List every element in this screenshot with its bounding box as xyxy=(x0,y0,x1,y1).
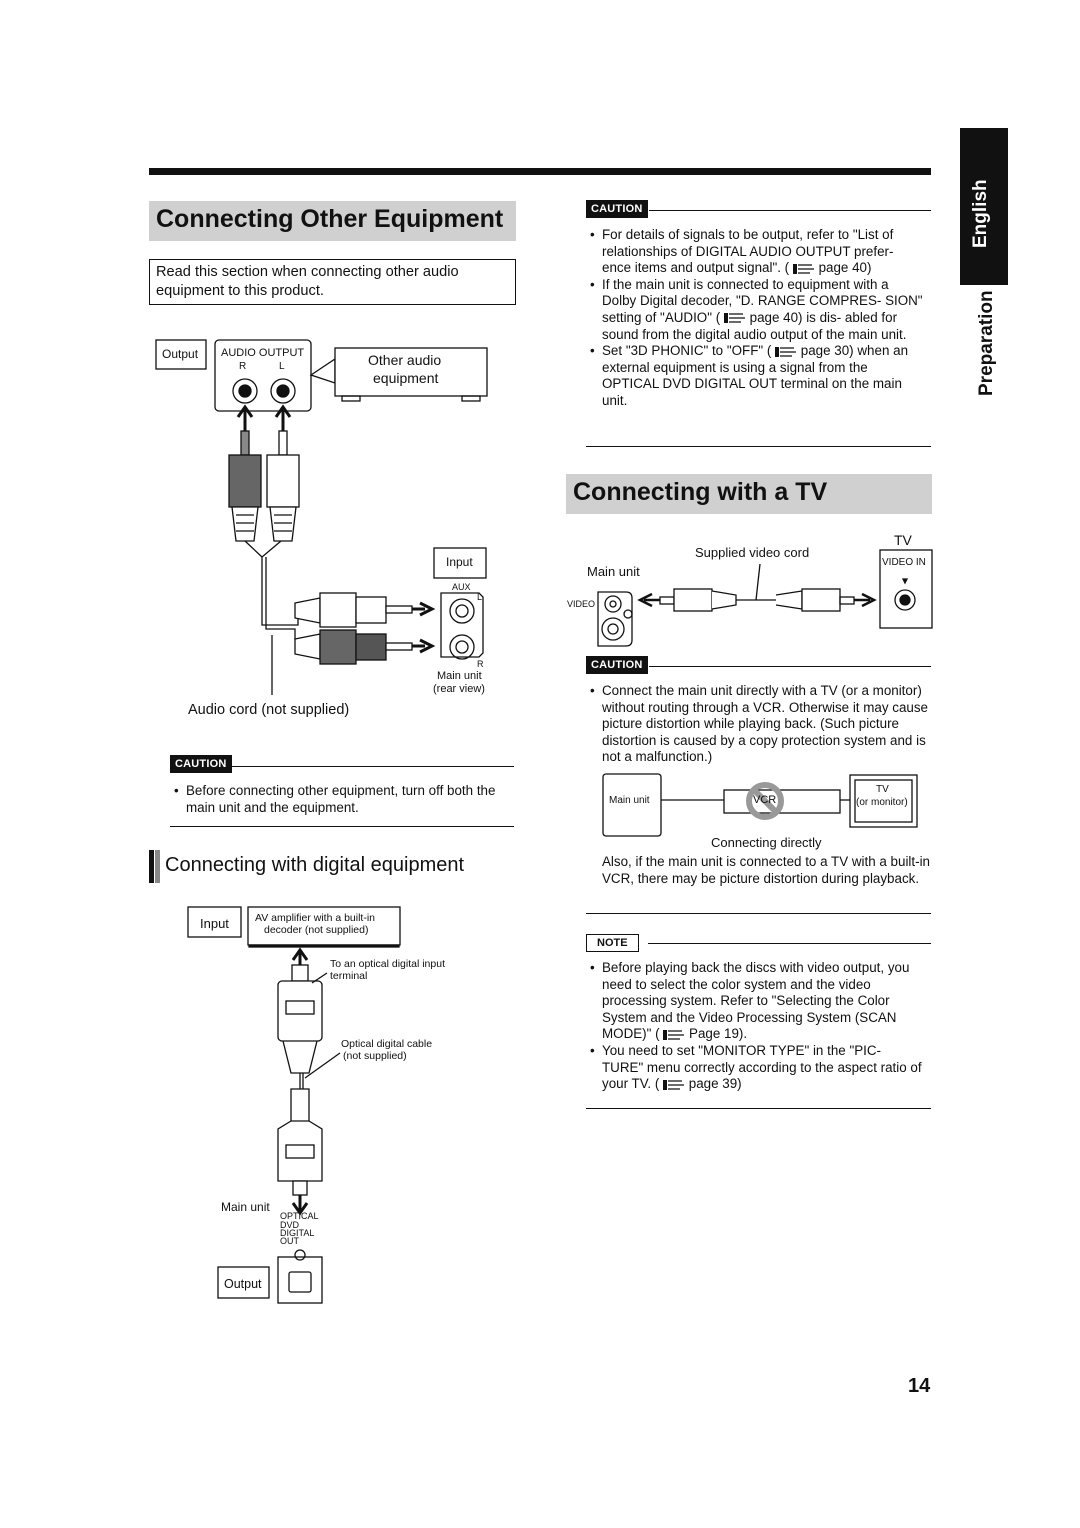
caution-badge-tv: CAUTION xyxy=(586,656,648,674)
main-unit-rear-label: Main unit xyxy=(437,670,482,682)
subtitle-marker xyxy=(149,850,154,883)
top-rule xyxy=(149,168,931,175)
pointing-hand-icon xyxy=(792,263,814,274)
aux-label: AUX xyxy=(452,582,471,592)
vcr-diagram xyxy=(602,773,918,837)
caution-badge-right: CAUTION xyxy=(586,200,648,218)
video-label: VIDEO xyxy=(567,599,596,609)
vcr-monitor-label: (or monitor) xyxy=(856,797,908,808)
tv-label: TV xyxy=(894,532,912,548)
section-label: Preparation xyxy=(976,290,997,396)
note-item-1: Before playing back the discs with video… xyxy=(590,960,925,1043)
audio-cord-label: Audio cord (not supplied) xyxy=(188,702,350,718)
note-top-rule xyxy=(648,943,931,944)
digital-label: DIGITAL xyxy=(280,1228,315,1238)
caution-tv-bottom-rule xyxy=(586,913,931,914)
output-label: Output xyxy=(162,347,199,361)
aux-l-label: L xyxy=(477,592,483,602)
audio-output-label: AUDIO OUTPUT xyxy=(221,347,305,359)
note-item-1-text: Before playing back the discs with video… xyxy=(602,960,910,1042)
supplied-cord-label: Supplied video cord xyxy=(695,545,810,560)
language-label: English xyxy=(970,179,991,248)
digital-main-unit-label: Main unit xyxy=(221,1200,270,1214)
vcr-label: VCR xyxy=(753,794,777,806)
audio-output-l: L xyxy=(279,361,285,372)
note-item-2-text: You need to set "MONITOR TYPE" in the "P… xyxy=(602,1042,922,1092)
note-item-2: You need to set "MONITOR TYPE" in the "P… xyxy=(590,1043,925,1093)
other-audio-label-1: Other audio xyxy=(368,352,442,368)
caution-left-list: Before connecting other equipment, turn … xyxy=(174,783,509,816)
aux-r-label: R xyxy=(477,659,484,669)
optical-input-label-2: terminal xyxy=(330,970,368,982)
caution-right-item-1-text: For details of signals to be output, ref… xyxy=(602,227,894,276)
out-label: OUT xyxy=(280,1236,299,1246)
caution-right-list: For details of signals to be output, ref… xyxy=(590,227,925,410)
pointing-hand-icon xyxy=(663,1079,685,1090)
language-tab xyxy=(960,128,1008,285)
digital-output-label: Output xyxy=(224,1277,262,1291)
note-list: Before playing back the discs with video… xyxy=(590,960,925,1093)
audio-connection-diagram xyxy=(155,339,488,695)
section-title-other-equipment: Connecting Other Equipment xyxy=(149,201,516,241)
note-bottom-rule xyxy=(586,1108,931,1109)
connecting-directly-label: Connecting directly xyxy=(711,835,822,850)
caution-right-item-2-text: If the main unit is connected to equipme… xyxy=(602,276,923,325)
subtitle-marker-2 xyxy=(155,850,160,883)
caution-right-item-2-page: page 40) is dis- xyxy=(749,309,842,325)
caution-left-top-rule xyxy=(232,766,514,767)
digital-input-label: Input xyxy=(200,916,229,931)
pointing-hand-icon xyxy=(723,313,745,324)
caution-badge-left: CAUTION xyxy=(170,755,232,773)
dvd-label: DVD xyxy=(280,1220,300,1230)
optical-connection-diagram xyxy=(187,906,401,1304)
optical-cable-label-1: Optical digital cable xyxy=(341,1038,433,1050)
pointing-hand-icon xyxy=(775,346,797,357)
caution-right-item-3-text: Set "3D PHONIC" to "OFF" ( xyxy=(602,343,772,359)
section-title-tv: Connecting with a TV xyxy=(566,474,932,514)
vcr-main-unit-label: Main unit xyxy=(609,795,650,806)
caution-right-item-2: If the main unit is connected to equipme… xyxy=(590,277,925,343)
optical-input-label-1: To an optical digital input xyxy=(330,958,445,970)
caution-right-bottom-rule xyxy=(586,446,931,447)
input-label: Input xyxy=(446,555,473,569)
note-badge: NOTE xyxy=(586,934,639,952)
vcr-tv-label: TV xyxy=(876,784,889,795)
digital-equipment-subtitle: Connecting with digital equipment xyxy=(165,854,465,876)
caution-left-item: Before connecting other equipment, turn … xyxy=(174,783,509,816)
caution-left-bottom-rule xyxy=(170,826,514,827)
rear-view-label: (rear view) xyxy=(433,683,485,695)
intro-box: Read this section when connecting other … xyxy=(149,259,516,305)
video-in-label: VIDEO IN xyxy=(882,557,926,568)
caution-right-top-rule xyxy=(649,210,931,211)
built-in-vcr-text: Also, if the main unit is connected to a… xyxy=(602,854,930,886)
tv-connection-diagram xyxy=(597,549,933,647)
caution-tv-item: Connect the main unit directly with a TV… xyxy=(590,683,930,766)
caution-right-item-2-after: abled for sound from the digital audio o… xyxy=(602,309,907,342)
other-audio-label-2: equipment xyxy=(373,370,439,386)
caution-tv-list: Connect the main unit directly with a TV… xyxy=(590,683,930,766)
caution-right-item-1-page: page 40) xyxy=(818,260,872,276)
caution-right-item-1: For details of signals to be output, ref… xyxy=(590,227,925,277)
intro-text: Read this section when connecting other … xyxy=(156,264,459,299)
caution-right-item-3: Set "3D PHONIC" to "OFF" ( page 30) when… xyxy=(590,343,925,409)
av-amp-label-1: AV amplifier with a built-in xyxy=(255,912,376,924)
tv-main-unit-label: Main unit xyxy=(587,564,640,579)
optical-cable-label-2: (not supplied) xyxy=(343,1050,407,1062)
note-item-1-page: Page 19). xyxy=(689,1026,748,1042)
note-item-2-page: page 39) xyxy=(688,1076,742,1092)
caution-right-item-3-after: when an external equipment is using a si… xyxy=(602,343,909,408)
caution-tv-top-rule xyxy=(649,666,931,667)
caution-right-item-3-page: page 30) xyxy=(800,343,854,359)
pointing-hand-icon xyxy=(663,1029,685,1040)
optical-label: OPTICAL xyxy=(280,1211,319,1221)
av-amp-label-2: decoder (not supplied) xyxy=(264,924,369,936)
page-number: 14 xyxy=(908,1375,931,1397)
audio-output-r: R xyxy=(239,361,247,372)
